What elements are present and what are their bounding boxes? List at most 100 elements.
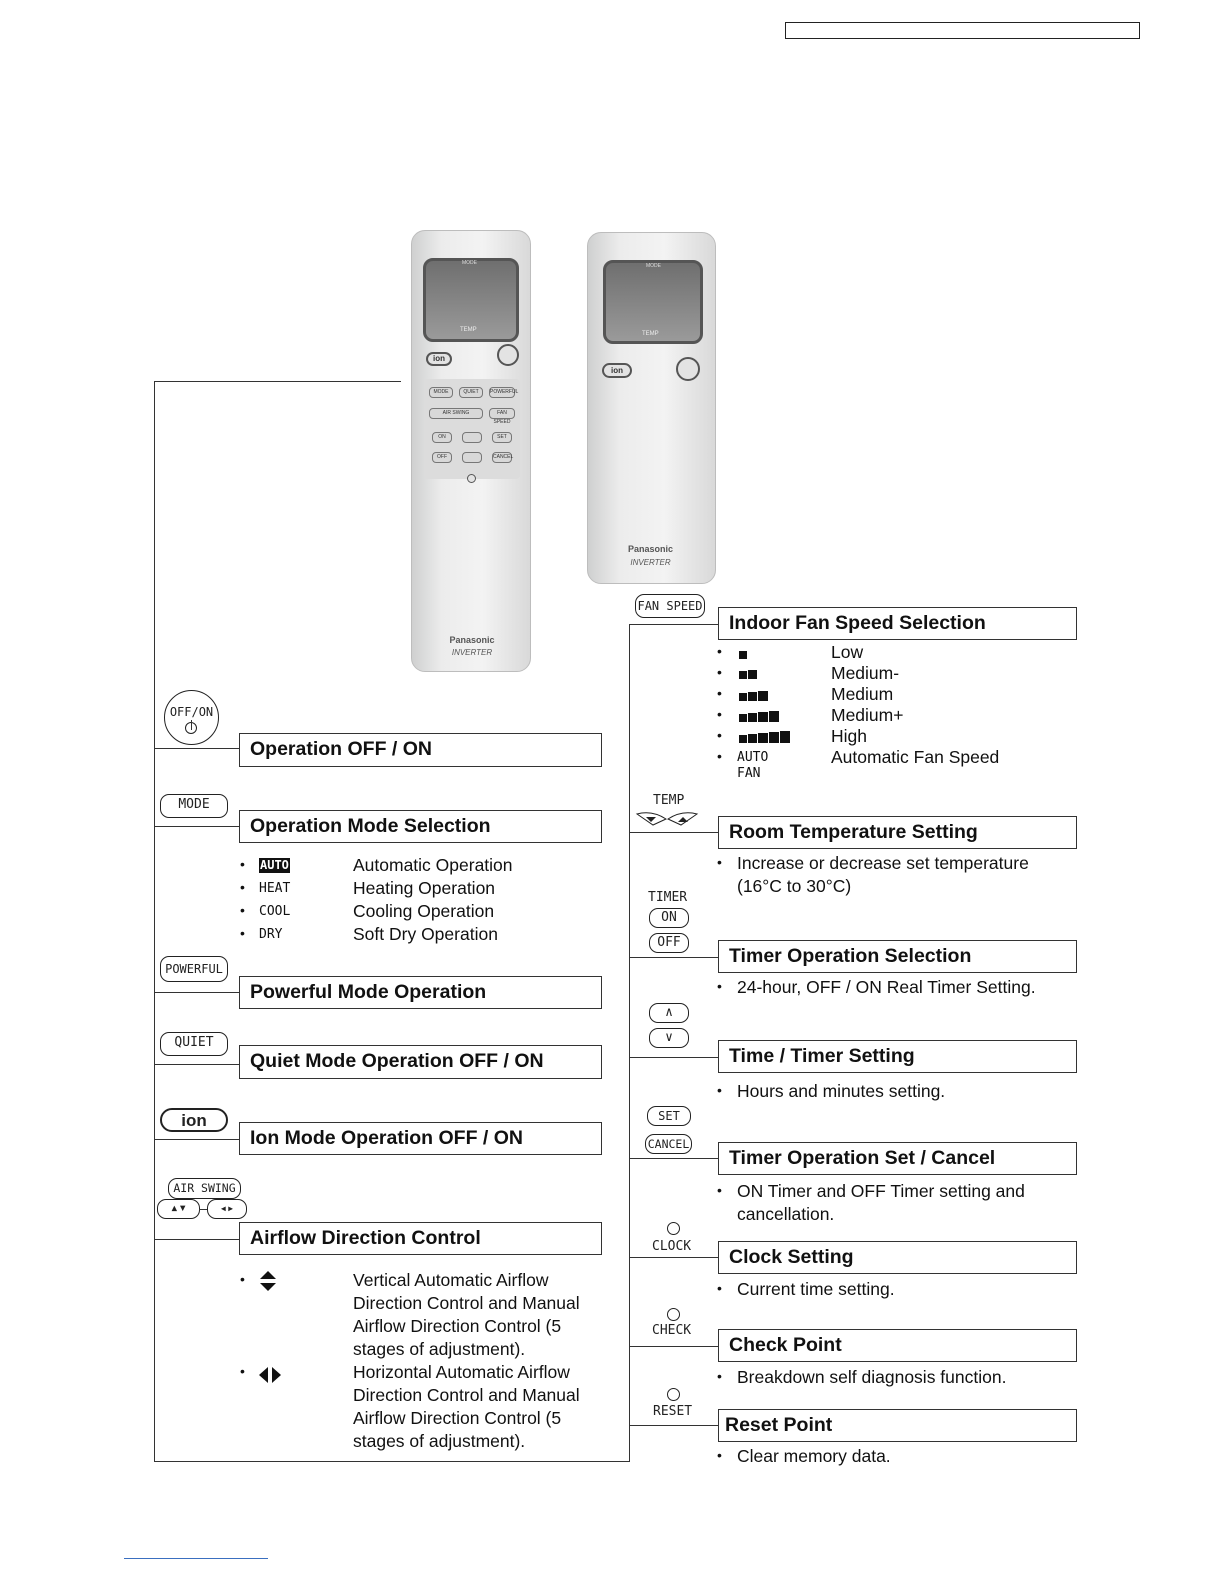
- mode-heat-text: Heating Operation: [353, 878, 496, 898]
- bullet: •: [717, 1082, 722, 1098]
- fan-auto-text: Automatic Fan Speed: [831, 747, 1000, 767]
- mode-heat-code: HEAT: [259, 881, 291, 896]
- bullet: •: [240, 1271, 245, 1287]
- connector: [154, 1239, 240, 1240]
- lcd-mode-label: MODE: [462, 260, 477, 266]
- lcd-temp-label: TEMP: [460, 327, 477, 333]
- time-up-button-icon: ∧: [649, 1003, 689, 1023]
- lcd-display: [603, 260, 703, 344]
- operation-offon-title: Operation OFF / ON: [239, 733, 602, 767]
- connector: [629, 957, 719, 958]
- mode-dry-text: Soft Dry Operation: [353, 924, 498, 944]
- mode-button-icon: MODE: [160, 794, 228, 818]
- header-box: [785, 22, 1140, 39]
- fan-auto-code-2: FAN: [737, 766, 761, 781]
- fan-high-text: High: [831, 726, 867, 746]
- fan-medium-text: Medium: [831, 684, 894, 704]
- setcancel-desc-line-2: cancellation.: [737, 1204, 835, 1224]
- fan-auto-code: AUTO: [737, 750, 769, 765]
- connector: [629, 624, 719, 625]
- remote-key-set: SET: [492, 432, 512, 443]
- fan-medium-plus-text: Medium+: [831, 705, 904, 725]
- fan-bars-5: [739, 731, 790, 743]
- connector: [154, 992, 240, 993]
- footer-rule: [124, 1558, 268, 1559]
- remote-key-off: OFF: [432, 452, 452, 463]
- remote-key-quiet: QUIET: [459, 387, 483, 398]
- left-tree-trunk: [154, 381, 155, 1462]
- horizontal-swing-line-4: stages of adjustment).: [353, 1431, 526, 1451]
- bullet: •: [240, 879, 245, 895]
- fan-bars-3: [739, 691, 768, 701]
- time-down-button-icon: ∨: [649, 1028, 689, 1048]
- temp-label: TEMP: [653, 793, 685, 808]
- bullet: •: [717, 1280, 722, 1296]
- timer-operation-title: Timer Operation Selection: [718, 940, 1077, 973]
- fan-bars-4: [739, 711, 779, 722]
- remote-open-image: MODE TEMP ion MODE QUIET POWERFUL AIR SW…: [411, 230, 531, 672]
- tree-bottom-connector: [154, 1461, 630, 1462]
- bullet: •: [717, 1182, 722, 1198]
- room-temperature-title: Room Temperature Setting: [718, 816, 1077, 849]
- bullet: •: [240, 856, 245, 872]
- check-desc: Breakdown self diagnosis function.: [737, 1367, 1007, 1387]
- right-tree-trunk: [629, 624, 630, 1462]
- remote-key-cancel: CANCEL: [492, 452, 513, 463]
- connector: [154, 1064, 240, 1065]
- connector: [629, 1425, 719, 1426]
- connector: [629, 1346, 719, 1347]
- reset-button-icon: [667, 1388, 680, 1401]
- connector: [629, 1057, 719, 1058]
- remote-key-on: ON: [432, 432, 452, 443]
- remote-ion-button: ion: [602, 363, 632, 378]
- clock-desc: Current time setting.: [737, 1279, 895, 1299]
- remote-model: INVERTER: [630, 558, 671, 567]
- timer-off-button-icon: OFF: [649, 933, 689, 953]
- mode-auto-code: AUTO: [259, 858, 290, 873]
- powerful-button-icon: POWERFUL: [160, 956, 228, 982]
- remote-offon-button: [676, 357, 700, 381]
- connector: [199, 1209, 208, 1210]
- time-timer-setting-title: Time / Timer Setting: [718, 1040, 1077, 1073]
- reset-desc: Clear memory data.: [737, 1446, 891, 1466]
- fan-medium-minus-text: Medium-: [831, 663, 900, 683]
- airflow-direction-title: Airflow Direction Control: [239, 1222, 602, 1255]
- remote-ion-button: ion: [426, 352, 452, 366]
- horizontal-swing-icon: [259, 1367, 281, 1383]
- clock-label: CLOCK: [652, 1239, 692, 1254]
- temp-up-down-icon: [635, 812, 699, 826]
- bullet: •: [717, 1447, 722, 1463]
- set-button-icon: SET: [647, 1106, 691, 1126]
- mode-auto-text: Automatic Operation: [353, 855, 513, 875]
- remote-key-mode: MODE: [429, 387, 453, 398]
- bullet: •: [717, 978, 722, 994]
- horizontal-swing-line-1: Horizontal Automatic Airflow: [353, 1362, 570, 1382]
- powerful-mode-title: Powerful Mode Operation: [239, 976, 602, 1009]
- connector: [629, 1257, 719, 1258]
- vertical-swing-line-2: Direction Control and Manual: [353, 1293, 580, 1313]
- vertical-swing-button-icon: ▴▾: [157, 1199, 200, 1219]
- bullet: •: [717, 685, 722, 701]
- bullet: •: [240, 925, 245, 941]
- ion-button-icon: ion: [160, 1108, 228, 1132]
- remote-brand: Panasonic: [627, 544, 674, 554]
- connector: [629, 832, 719, 833]
- bullet: •: [717, 643, 722, 659]
- fanspeed-button-icon: FAN SPEED: [635, 594, 705, 618]
- connector: [629, 1158, 719, 1159]
- clock-button-icon: [667, 1222, 680, 1235]
- cancel-button-icon: CANCEL: [645, 1134, 692, 1154]
- remote-key-powerful: POWERFUL: [489, 387, 518, 398]
- mode-cool-code: COOL: [259, 904, 291, 919]
- vertical-swing-line-3: Airflow Direction Control (5: [353, 1316, 562, 1336]
- remote-brand: Panasonic: [449, 635, 495, 645]
- bullet: •: [717, 1368, 722, 1384]
- timer-desc: 24-hour, OFF / ON Real Timer Setting.: [737, 977, 1036, 997]
- remote-key-airswing: AIR SWING: [429, 408, 483, 419]
- offon-button-icon: OFF/ON: [164, 690, 219, 745]
- bullet: •: [240, 1363, 245, 1379]
- check-point-title: Check Point: [718, 1329, 1077, 1362]
- bullet: •: [717, 748, 722, 764]
- mode-cool-text: Cooling Operation: [353, 901, 495, 921]
- fan-bars-2: [739, 670, 757, 679]
